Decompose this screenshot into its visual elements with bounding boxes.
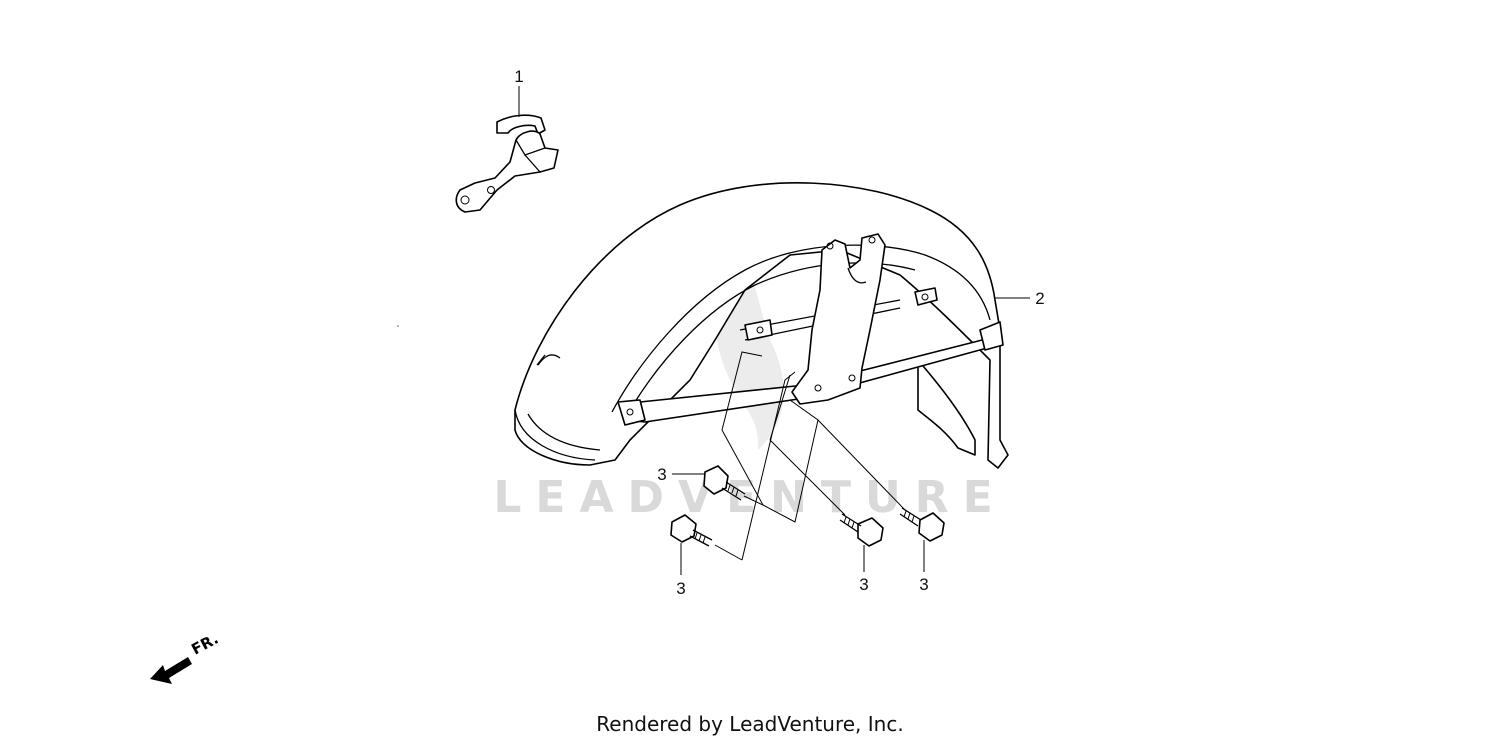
- callout-3c: 3: [859, 575, 868, 594]
- callout-3a: 3: [657, 465, 666, 484]
- callout-1: 1: [514, 67, 523, 86]
- fr-label: FR.: [188, 630, 221, 659]
- callout-3b: 3: [676, 579, 685, 598]
- part-1-bracket: [455, 114, 559, 213]
- callout-3d: 3: [919, 575, 928, 594]
- front-direction-arrow: FR.: [150, 630, 221, 684]
- part-3-bolt-c: [839, 513, 884, 547]
- callouts: 1 2 3 3 3 3: [514, 67, 1044, 598]
- assembly-lines: [714, 351, 906, 561]
- part-3-bolt-b: [670, 514, 713, 547]
- stray-dot: [397, 325, 399, 327]
- part-3-bolt-d: [899, 507, 945, 542]
- part-2-fender: [514, 182, 1009, 469]
- leader-lines: [518, 86, 1030, 575]
- footer-credit: Rendered by LeadVenture, Inc.: [596, 712, 904, 736]
- part-3-bolt-a: [703, 465, 746, 501]
- callout-2: 2: [1035, 289, 1044, 308]
